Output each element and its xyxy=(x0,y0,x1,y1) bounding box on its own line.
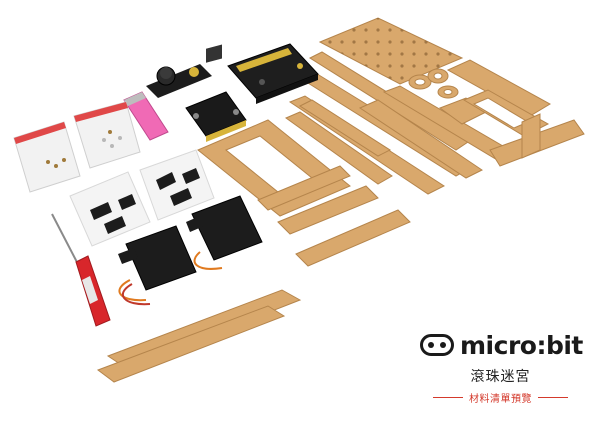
microbit-logo: micro:bit xyxy=(420,328,583,362)
product-title: 滾珠迷宮 xyxy=(470,369,531,385)
wood-ring-parts xyxy=(408,68,487,125)
wood-rail-pieces xyxy=(284,51,522,195)
expansion-board xyxy=(227,43,319,104)
microbit-face-icon xyxy=(420,334,454,356)
wood-bottom-rails xyxy=(96,289,302,383)
perforated-wood-plate xyxy=(318,17,464,85)
microbit-board xyxy=(185,44,247,142)
logo-wordmark: micro:bit xyxy=(460,330,583,360)
caption-row: 材料清單預覽 xyxy=(408,390,593,405)
caption-text: 材料清單預覽 xyxy=(469,394,532,405)
wood-frame-pieces xyxy=(446,59,585,167)
screwdriver xyxy=(51,213,111,327)
servo-motors xyxy=(118,195,263,306)
joystick-module xyxy=(146,64,212,98)
wood-side-frames xyxy=(197,119,411,267)
divider-left xyxy=(433,397,463,398)
servo-horn-bags xyxy=(69,149,215,247)
brand-block: micro:bit 滾珠迷宮 材料清單預覽 xyxy=(408,328,593,418)
battery xyxy=(123,91,169,141)
divider-right xyxy=(538,397,568,398)
screw-bags xyxy=(13,101,141,193)
